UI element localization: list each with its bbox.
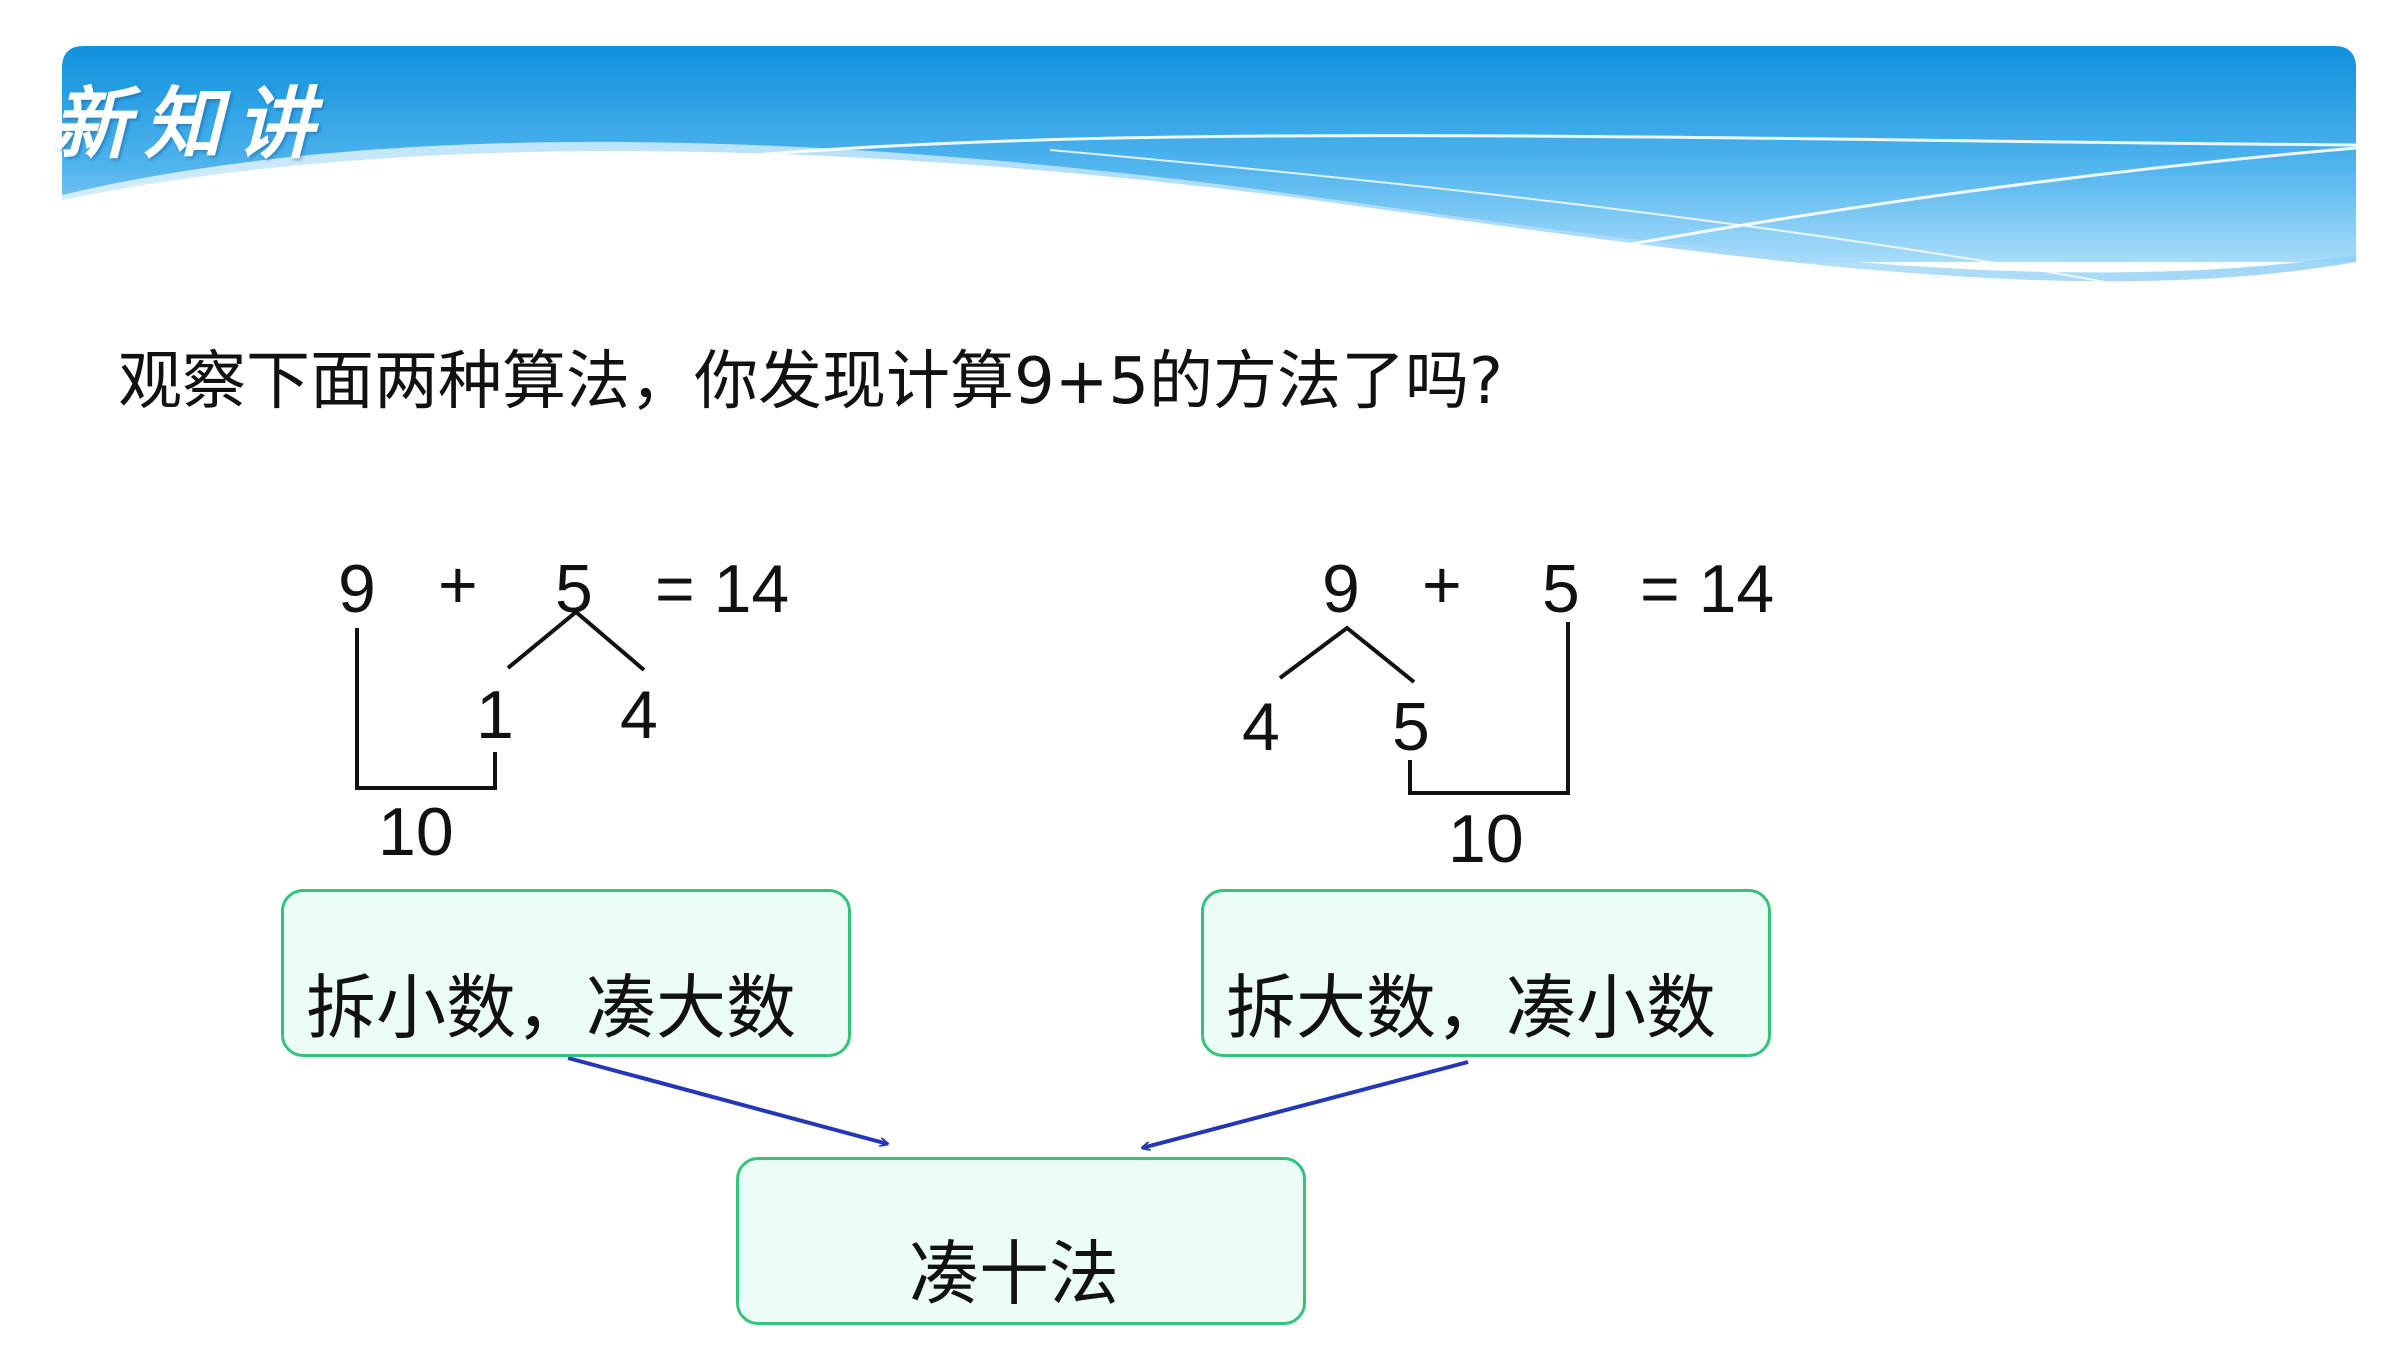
right-eq-a: 9 xyxy=(1322,551,1360,627)
method-box-right: 拆大数，凑小数 xyxy=(1201,889,1771,1057)
right-ten-bracket xyxy=(1408,622,1570,795)
left-split-2: 4 xyxy=(620,677,658,753)
left-ten: 10 xyxy=(378,794,454,870)
right-diagram: 9 + 5 = 14 4 5 10 xyxy=(1242,547,1774,877)
right-eq-op: + xyxy=(1422,547,1462,623)
method-left-label: 拆小数，凑大数 xyxy=(306,967,796,1049)
header-title: 新知讲 xyxy=(52,79,329,170)
method-right-label: 拆大数，凑小数 xyxy=(1226,967,1716,1049)
arrow-left-to-result xyxy=(567,1056,888,1144)
right-split-2: 5 xyxy=(1392,689,1430,765)
right-eq-result: = 14 xyxy=(1640,551,1774,627)
left-split-lines xyxy=(506,609,646,672)
conclusion-box: 凑十法 xyxy=(736,1157,1306,1325)
left-eq-op: + xyxy=(438,547,478,623)
question-text: 观察下面两种算法，你发现计算9+5的方法了吗? xyxy=(118,345,1504,419)
left-split-1: 1 xyxy=(476,677,514,753)
left-eq-result: = 14 xyxy=(655,551,789,627)
left-diagram: 9 + 5 = 14 1 4 10 xyxy=(338,547,789,870)
arrow-right-to-result xyxy=(1142,1060,1469,1148)
right-split-lines xyxy=(1278,625,1416,684)
right-eq-b: 5 xyxy=(1542,551,1580,627)
right-ten: 10 xyxy=(1448,801,1524,877)
left-ten-bracket xyxy=(355,628,497,790)
method-box-left: 拆小数，凑大数 xyxy=(281,889,851,1057)
left-eq-a: 9 xyxy=(338,551,376,627)
right-split-1: 4 xyxy=(1242,689,1280,765)
conclusion-label: 凑十法 xyxy=(909,1233,1119,1315)
header-banner xyxy=(62,46,2357,330)
